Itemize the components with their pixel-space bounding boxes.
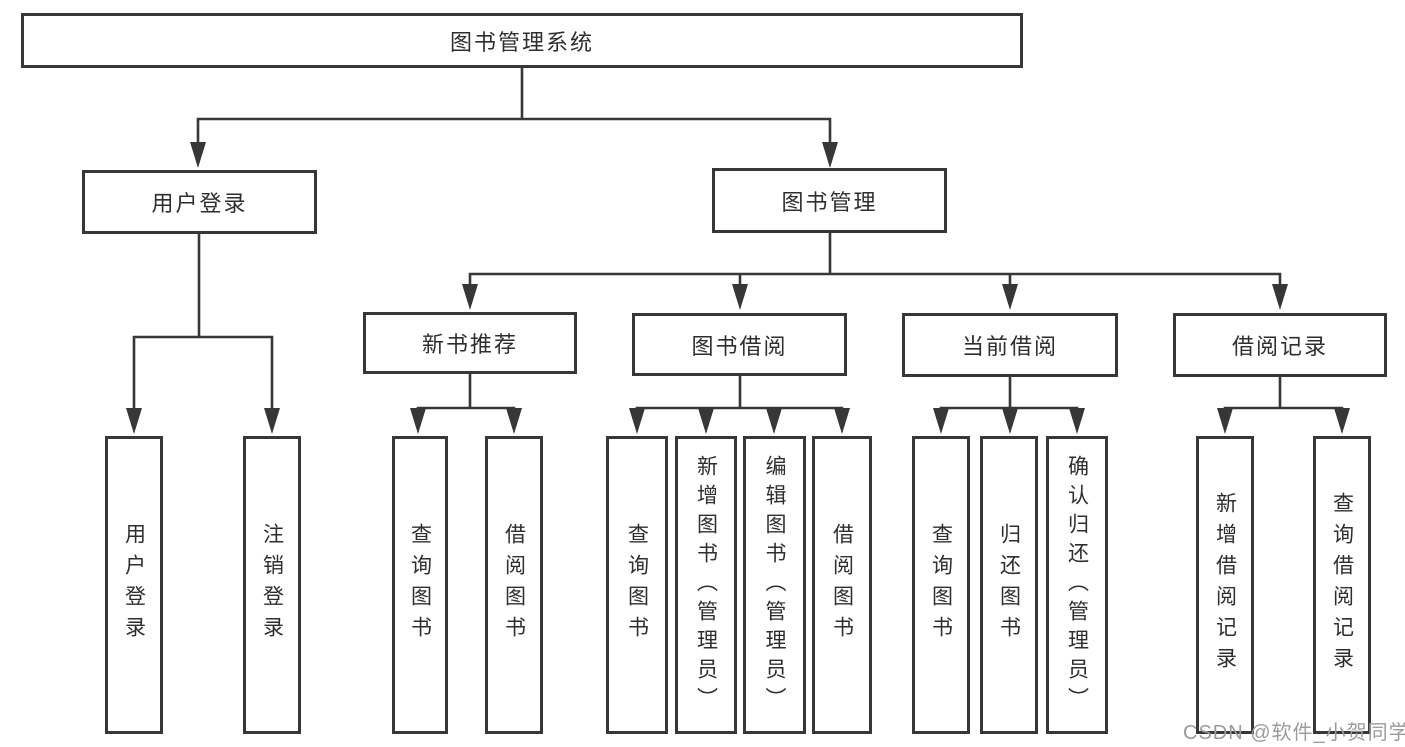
leaf-search-books-recommend: 查询图书 xyxy=(392,436,448,734)
watermark: CSDN @软件_小贺同学 xyxy=(1183,722,1405,744)
leaf-confirm-return-admin: 确认归还（管理员） xyxy=(1046,436,1108,734)
node-book-borrowing: 图书借阅 xyxy=(632,313,847,376)
leaf-label: 编辑图书（管理员） xyxy=(763,454,786,716)
leaf-label: 确认归还（管理员） xyxy=(1065,454,1089,716)
leaf-borrow-books-recommend: 借阅图书 xyxy=(485,436,543,734)
node-library-management-system: 图书管理系统 xyxy=(21,13,1023,68)
leaf-search-books-current: 查询图书 xyxy=(912,436,970,734)
leaf-label: 借阅图书 xyxy=(502,523,526,647)
leaf-label: 查询借阅记录 xyxy=(1330,492,1354,678)
leaf-search-books-borrowing: 查询图书 xyxy=(606,436,668,734)
leaf-label: 查询图书 xyxy=(408,523,432,647)
leaf-label: 注销登录 xyxy=(260,523,284,647)
leaf-add-book-admin: 新增图书（管理员） xyxy=(675,436,737,734)
leaf-label: 新增图书（管理员） xyxy=(694,454,718,716)
node-user-login-branch: 用户登录 xyxy=(82,170,317,234)
leaf-return-books: 归还图书 xyxy=(980,436,1038,734)
leaf-user-login: 用户登录 xyxy=(105,436,163,734)
leaf-add-borrow-record: 新增借阅记录 xyxy=(1196,436,1254,734)
leaf-search-borrow-record: 查询借阅记录 xyxy=(1313,436,1371,734)
node-book-management: 图书管理 xyxy=(712,168,947,233)
arrowheads xyxy=(126,142,1350,434)
leaf-logout: 注销登录 xyxy=(243,436,301,734)
leaf-label: 用户登录 xyxy=(122,523,146,647)
leaf-label: 归还图书 xyxy=(997,523,1021,647)
leaf-edit-book-admin: 编辑图书（管理员） xyxy=(743,436,806,734)
node-current-borrowing: 当前借阅 xyxy=(902,313,1118,377)
leaf-label: 查询图书 xyxy=(929,523,953,647)
leaf-label: 新增借阅记录 xyxy=(1213,492,1237,678)
node-borrowing-records: 借阅记录 xyxy=(1173,313,1387,377)
leaf-borrow-books-borrowing: 借阅图书 xyxy=(812,436,872,734)
leaf-label: 借阅图书 xyxy=(830,523,854,647)
leaf-label: 查询图书 xyxy=(625,523,649,647)
node-new-book-recommendation: 新书推荐 xyxy=(363,312,577,374)
